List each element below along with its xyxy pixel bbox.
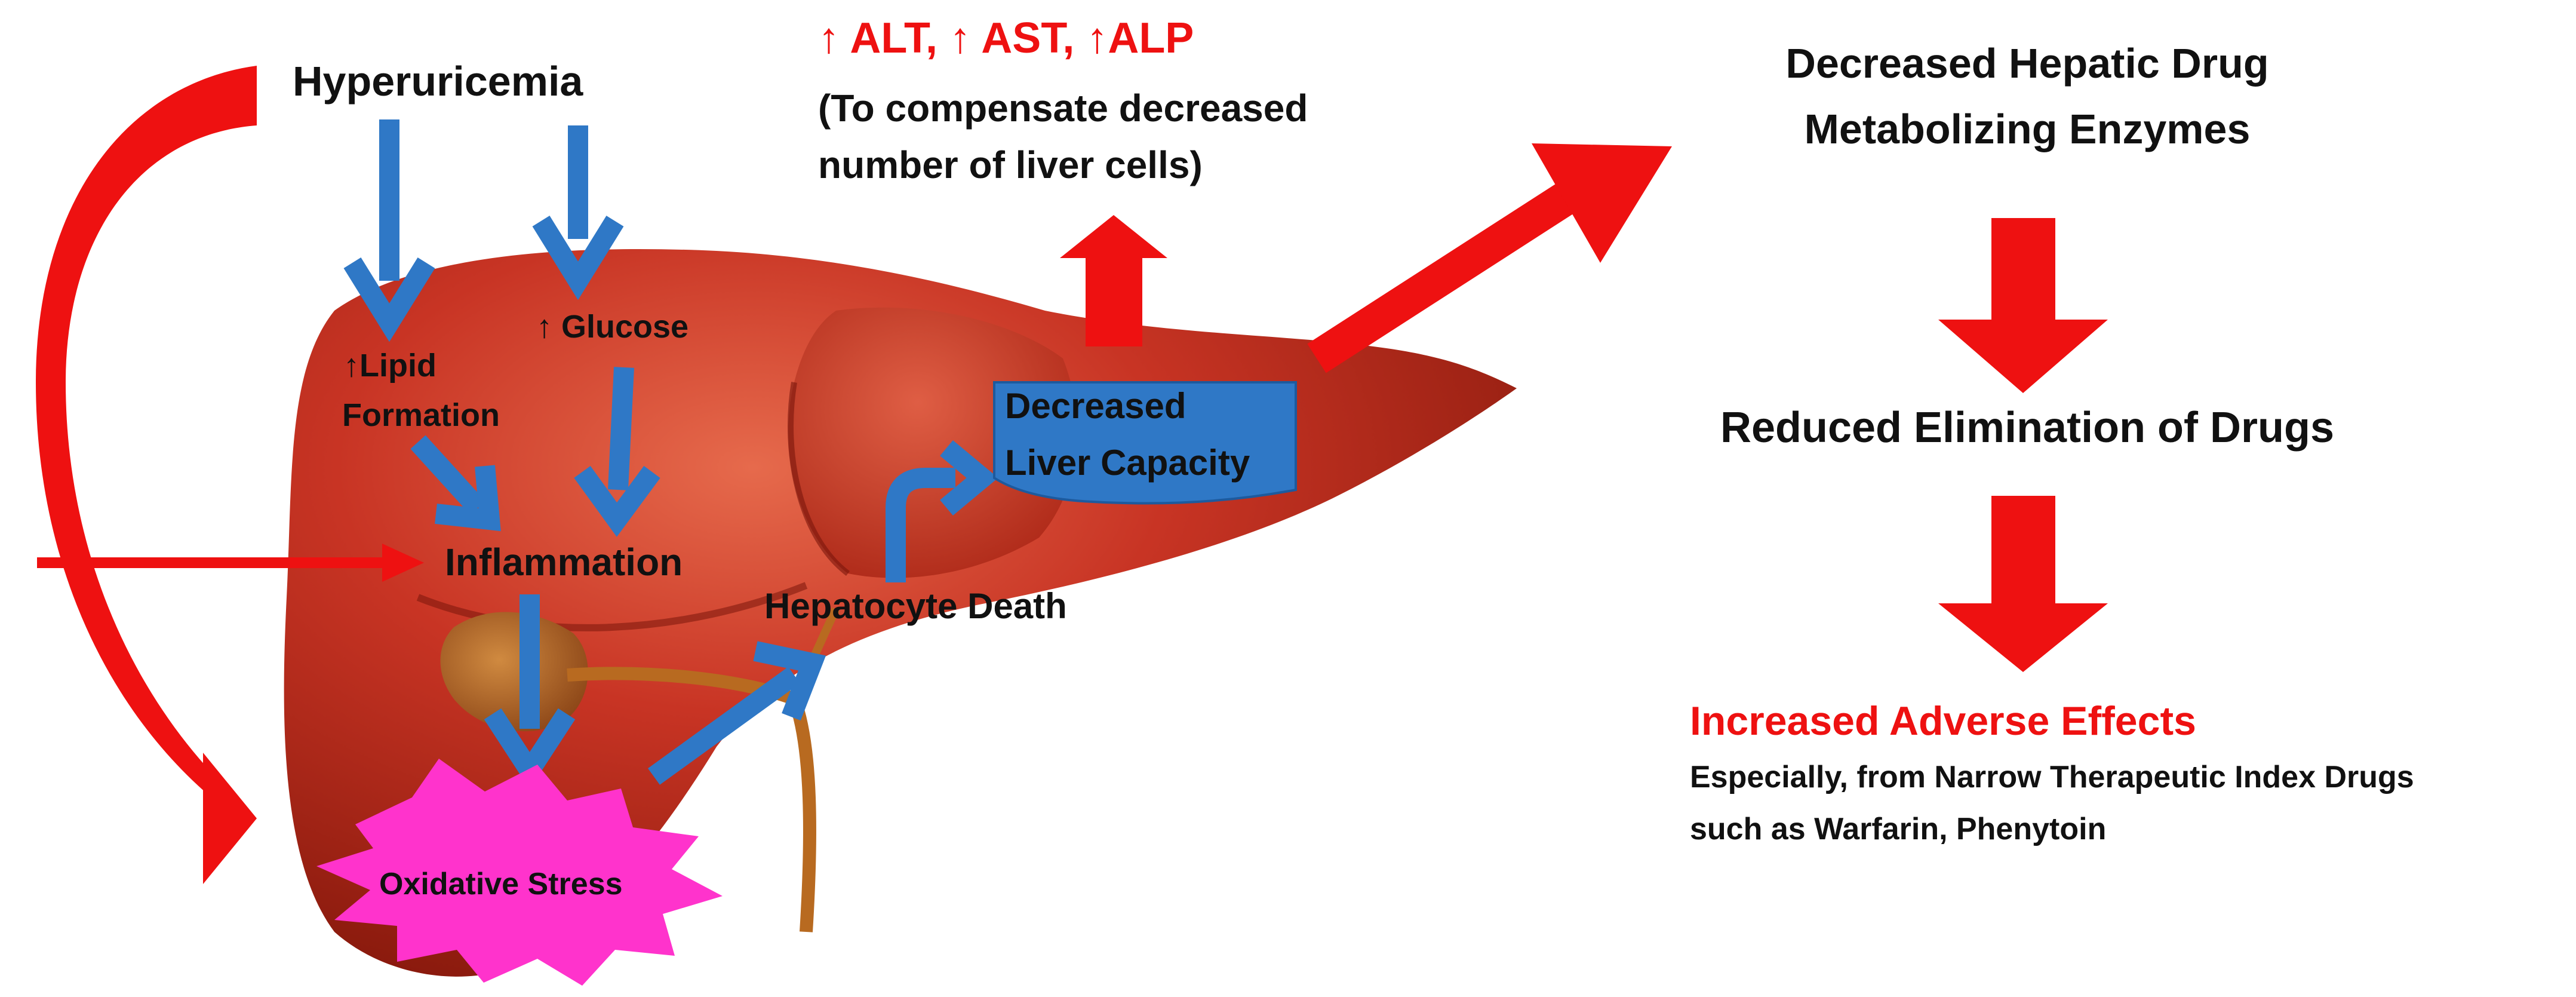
arrow-glucose-to-inflammation: [608, 367, 634, 490]
decreased-capacity-box: [993, 381, 1297, 505]
red-arrow-down-2: [1938, 496, 2108, 672]
oxidative-stress-label: Oxidative Stress: [379, 867, 623, 901]
decreased-enzymes-line2: Metabolizing Enzymes: [1805, 106, 2251, 152]
red-curve-arrowhead: [203, 753, 257, 884]
liver-right-lobe-shading: [788, 307, 1077, 578]
inflammation-label: Inflammation: [445, 541, 683, 584]
red-curve-band: [36, 66, 257, 800]
lipid-label-line2: Formation: [342, 397, 500, 433]
arrowhead-glucose: [532, 216, 624, 300]
decreased-capacity-line2: Liver Capacity: [1005, 443, 1250, 483]
liver-enzymes-label: ↑ ALT, ↑ AST, ↑ALP: [818, 14, 1194, 62]
red-arrow-diagonal: [1307, 143, 1672, 373]
hyperuricemia-label: Hyperuricemia: [293, 58, 583, 105]
red-arrow-to-inflammation: [37, 544, 424, 582]
oxidative-stress-starburst: [316, 759, 723, 986]
compensate-line1: (To compensate decreased: [818, 87, 1308, 130]
arrow-lipid-to-inflammation: [410, 435, 485, 515]
gallbladder: [440, 612, 588, 732]
arrowhead-lipid: [343, 257, 435, 342]
decreased-capacity-line1: Decreased: [1005, 386, 1186, 426]
glucose-label: ↑ Glucose: [536, 309, 688, 345]
arrowhead-hepatocyte: [753, 641, 826, 721]
arrowhead-inflammation-right: [574, 465, 660, 537]
adverse-detail-line2: such as Warfarin, Phenytoin: [1690, 812, 2106, 846]
compensate-line2: number of liver cells): [818, 143, 1203, 186]
reduced-elimination-label: Reduced Elimination of Drugs: [1720, 404, 2334, 452]
arrowhead-inflammation-left: [435, 465, 501, 532]
hepatocyte-death-label: Hepatocyte Death: [764, 586, 1067, 626]
arrowhead-capacity: [940, 440, 998, 516]
red-curved-arrow: [36, 66, 257, 884]
decreased-enzymes-line1: Decreased Hepatic Drug: [1785, 40, 2268, 87]
liver-lower-fold: [416, 582, 808, 631]
red-arrow-down-1: [1938, 218, 2108, 393]
red-arrow-up-enzymes: [1060, 215, 1167, 346]
arrow-hepatocyte-to-capacity: [886, 468, 955, 582]
liver-lobe-fold: [788, 382, 850, 576]
increased-adverse-label: Increased Adverse Effects: [1690, 698, 2196, 744]
arrow-oxidative-to-hepatocyte: [648, 667, 800, 785]
lipid-label-line1: ↑Lipid: [343, 348, 436, 384]
adverse-detail-line1: Especially, from Narrow Therapeutic Inde…: [1690, 760, 2414, 794]
blue-arrows: [343, 119, 998, 790]
